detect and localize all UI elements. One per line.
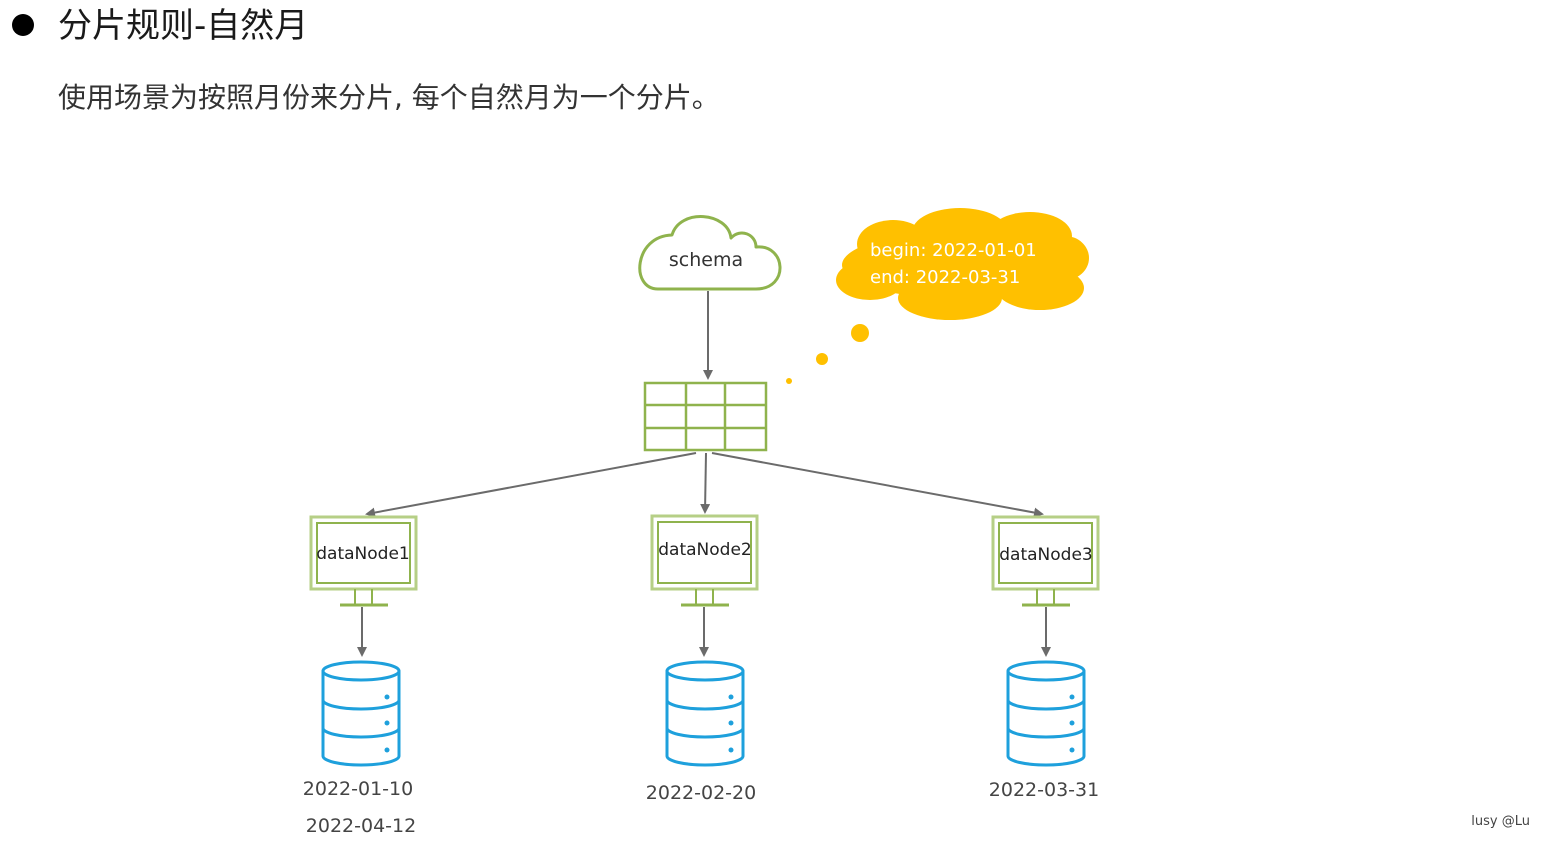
node2-date-1: 2022-02-20 [646, 782, 756, 804]
bullet-dot [12, 14, 34, 36]
range-thought-cloud: begin: 2022-01-01 end: 2022-03-31 [786, 208, 1089, 384]
schema-label: schema [669, 249, 743, 271]
node3-date-1: 2022-03-31 [989, 779, 1099, 801]
datanode2-monitor-icon: dataNode2 [650, 514, 759, 607]
database3-icon [1006, 660, 1086, 767]
watermark: lusy @Lu [1471, 814, 1530, 829]
datanode3-monitor-icon: dataNode3 [991, 515, 1100, 607]
page-title: 分片规则-自然月 [58, 6, 309, 46]
datanode1-monitor-icon: dataNode1 [309, 515, 418, 607]
node1-date-1: 2022-01-10 [303, 778, 413, 800]
schema-cloud-icon: schema [638, 215, 782, 291]
arrow-table-to-node3 [711, 452, 1044, 518]
arrow-table-to-node1 [365, 452, 697, 518]
database2-icon [665, 660, 745, 767]
arrow-table-to-node2 [700, 452, 711, 514]
datanode2-label: dataNode2 [658, 540, 751, 560]
database1-icon [321, 660, 401, 767]
table-grid-icon [643, 381, 768, 452]
node1-date-2: 2022-04-12 [306, 815, 416, 837]
page-description: 使用场景为按照月份来分片, 每个自然月为一个分片。 [58, 81, 720, 114]
range-end-text: end: 2022-03-31 [870, 267, 1020, 288]
range-begin-text: begin: 2022-01-01 [870, 240, 1037, 261]
datanode1-label: dataNode1 [316, 544, 409, 564]
datanode3-label: dataNode3 [999, 545, 1092, 565]
